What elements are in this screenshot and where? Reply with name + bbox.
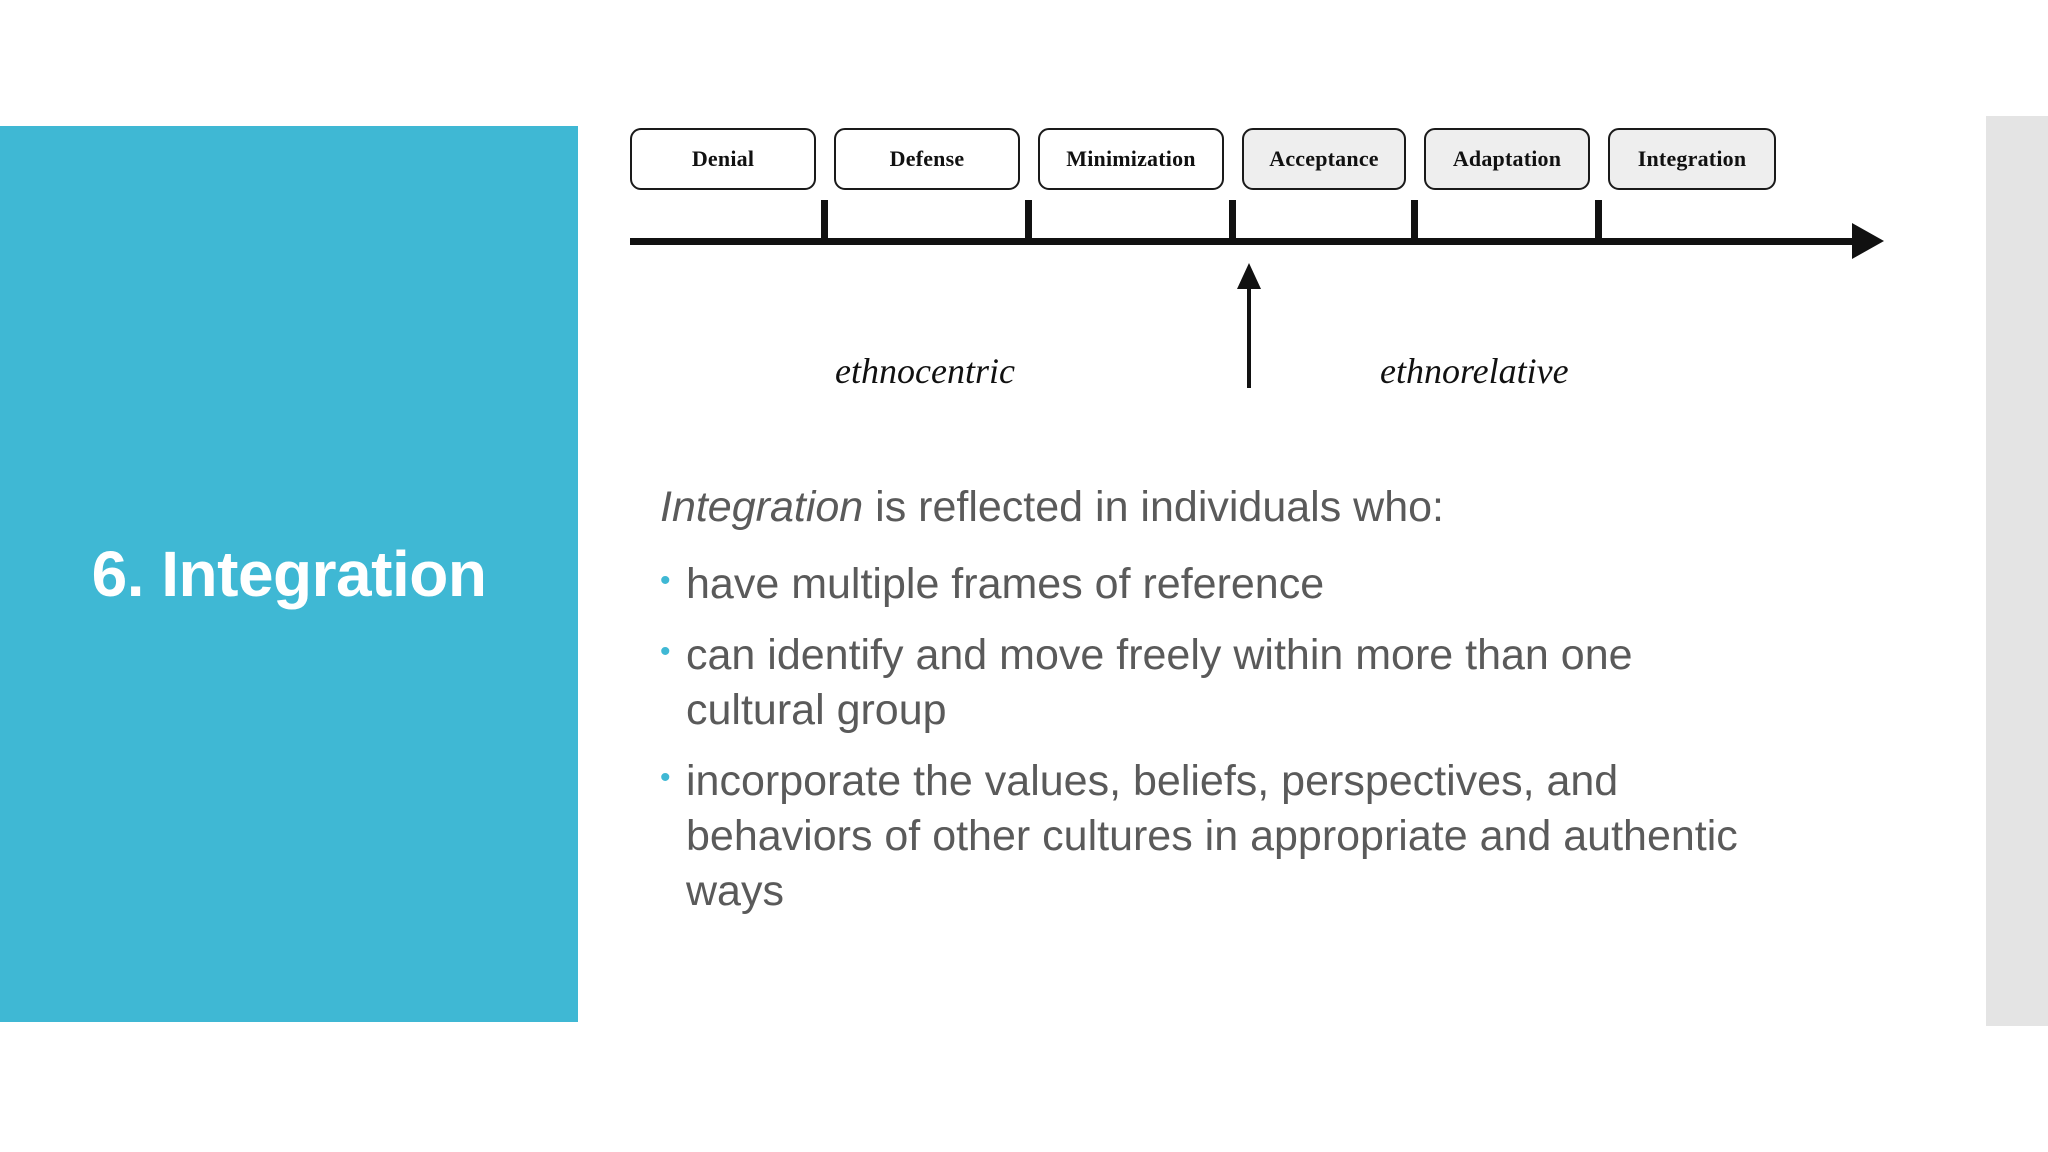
title-panel: 6. Integration bbox=[0, 126, 578, 1022]
stage-label-acceptance: Acceptance bbox=[1269, 146, 1379, 171]
page-title: 6. Integration bbox=[91, 537, 487, 610]
stage-box-adaptation: Adaptation bbox=[1424, 128, 1590, 190]
list-item: • have multiple frames of reference bbox=[660, 557, 1890, 612]
dmis-continuum-diagram: Denial Defense Minimization Acceptance A… bbox=[630, 128, 1900, 391]
continuum-axis-line bbox=[630, 238, 1858, 245]
stage-label-adaptation: Adaptation bbox=[1452, 146, 1562, 171]
stage-label-minimization: Minimization bbox=[1066, 146, 1196, 171]
bullet-dot-icon: • bbox=[660, 761, 671, 795]
intro-line: Integration is reflected in individuals … bbox=[660, 480, 1890, 535]
body-content: Integration is reflected in individuals … bbox=[660, 480, 1890, 935]
bullet-dot-icon: • bbox=[660, 564, 671, 598]
label-ethnorelative: ethnorelative bbox=[1380, 351, 1569, 391]
list-item-label: can identify and move freely within more… bbox=[686, 631, 1633, 735]
axis-tick-5 bbox=[1595, 200, 1602, 240]
bullet-dot-icon: • bbox=[660, 635, 671, 669]
stage-label-integration: Integration bbox=[1637, 146, 1747, 171]
axis-tick-1 bbox=[821, 200, 828, 240]
stage-box-acceptance: Acceptance bbox=[1242, 128, 1406, 190]
axis-tick-3 bbox=[1229, 200, 1236, 240]
stage-box-denial: Denial bbox=[630, 128, 816, 190]
intro-emphasis: Integration bbox=[660, 483, 864, 531]
acceptance-pointer-shaft bbox=[1247, 283, 1251, 388]
list-item-label: have multiple frames of reference bbox=[686, 560, 1325, 609]
right-accent-panel bbox=[1986, 116, 2048, 1026]
stage-box-minimization: Minimization bbox=[1038, 128, 1224, 190]
label-ethnocentric: ethnocentric bbox=[835, 351, 1015, 391]
list-item-label: incorporate the values, beliefs, perspec… bbox=[686, 757, 1738, 916]
axis-arrow-icon bbox=[1852, 223, 1884, 259]
list-item: • incorporate the values, beliefs, persp… bbox=[660, 754, 1890, 919]
axis-tick-2 bbox=[1025, 200, 1032, 240]
axis-tick-4 bbox=[1411, 200, 1418, 240]
intro-rest: is reflected in individuals who: bbox=[863, 483, 1444, 531]
stage-box-integration: Integration bbox=[1608, 128, 1776, 190]
stage-box-group: Denial Defense Minimization Acceptance A… bbox=[630, 128, 1900, 200]
stage-label-defense: Defense bbox=[889, 146, 965, 171]
stage-box-defense: Defense bbox=[834, 128, 1020, 190]
list-item: • can identify and move freely within mo… bbox=[660, 628, 1890, 738]
stage-label-denial: Denial bbox=[691, 146, 755, 171]
